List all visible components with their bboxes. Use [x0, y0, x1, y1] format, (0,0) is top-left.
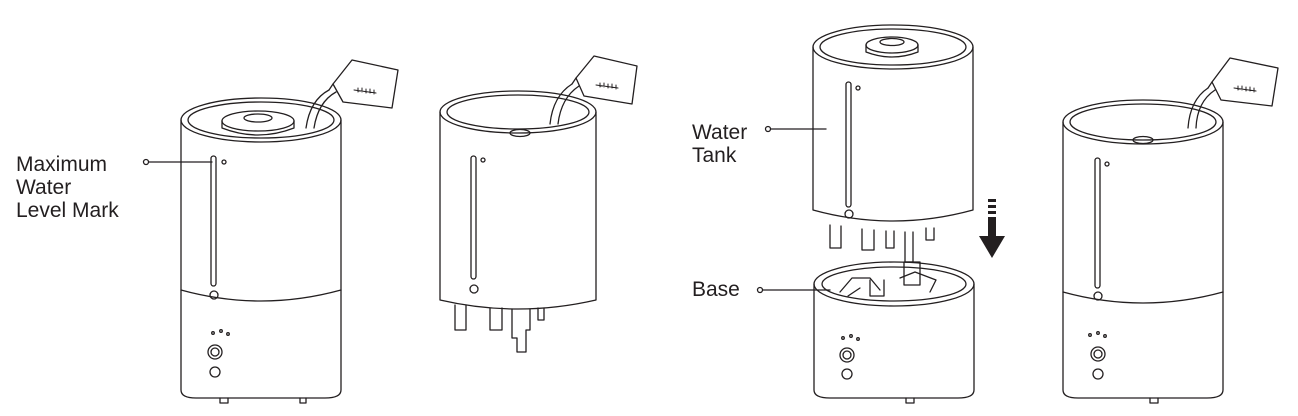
- max-water-level-label-line1: Maximum: [16, 153, 108, 176]
- water-tank-label-line2: Tank: [692, 144, 737, 167]
- base-label-text: Base: [692, 278, 740, 301]
- max-water-level-label: Maximum Water Level Mark: [16, 153, 146, 222]
- base-label: Base: [692, 278, 772, 301]
- water-tank-empty: [439, 90, 597, 353]
- max-water-level-label-line3: Level Mark: [16, 199, 119, 222]
- water-tank-label-line1: Water: [692, 121, 748, 144]
- base-unit: [756, 261, 975, 404]
- water-tank-label: Water Tank: [692, 121, 782, 167]
- pitcher-icon: [549, 55, 638, 125]
- water-tank-lifted: [764, 24, 974, 263]
- down-arrow-icon: [979, 199, 1005, 258]
- humidifier-refill: [1062, 99, 1224, 404]
- humidifier-full: [142, 97, 342, 404]
- pitcher-icon: [305, 59, 399, 129]
- pitcher-icon: [1187, 57, 1279, 129]
- max-water-level-label-line2: Water: [16, 176, 72, 199]
